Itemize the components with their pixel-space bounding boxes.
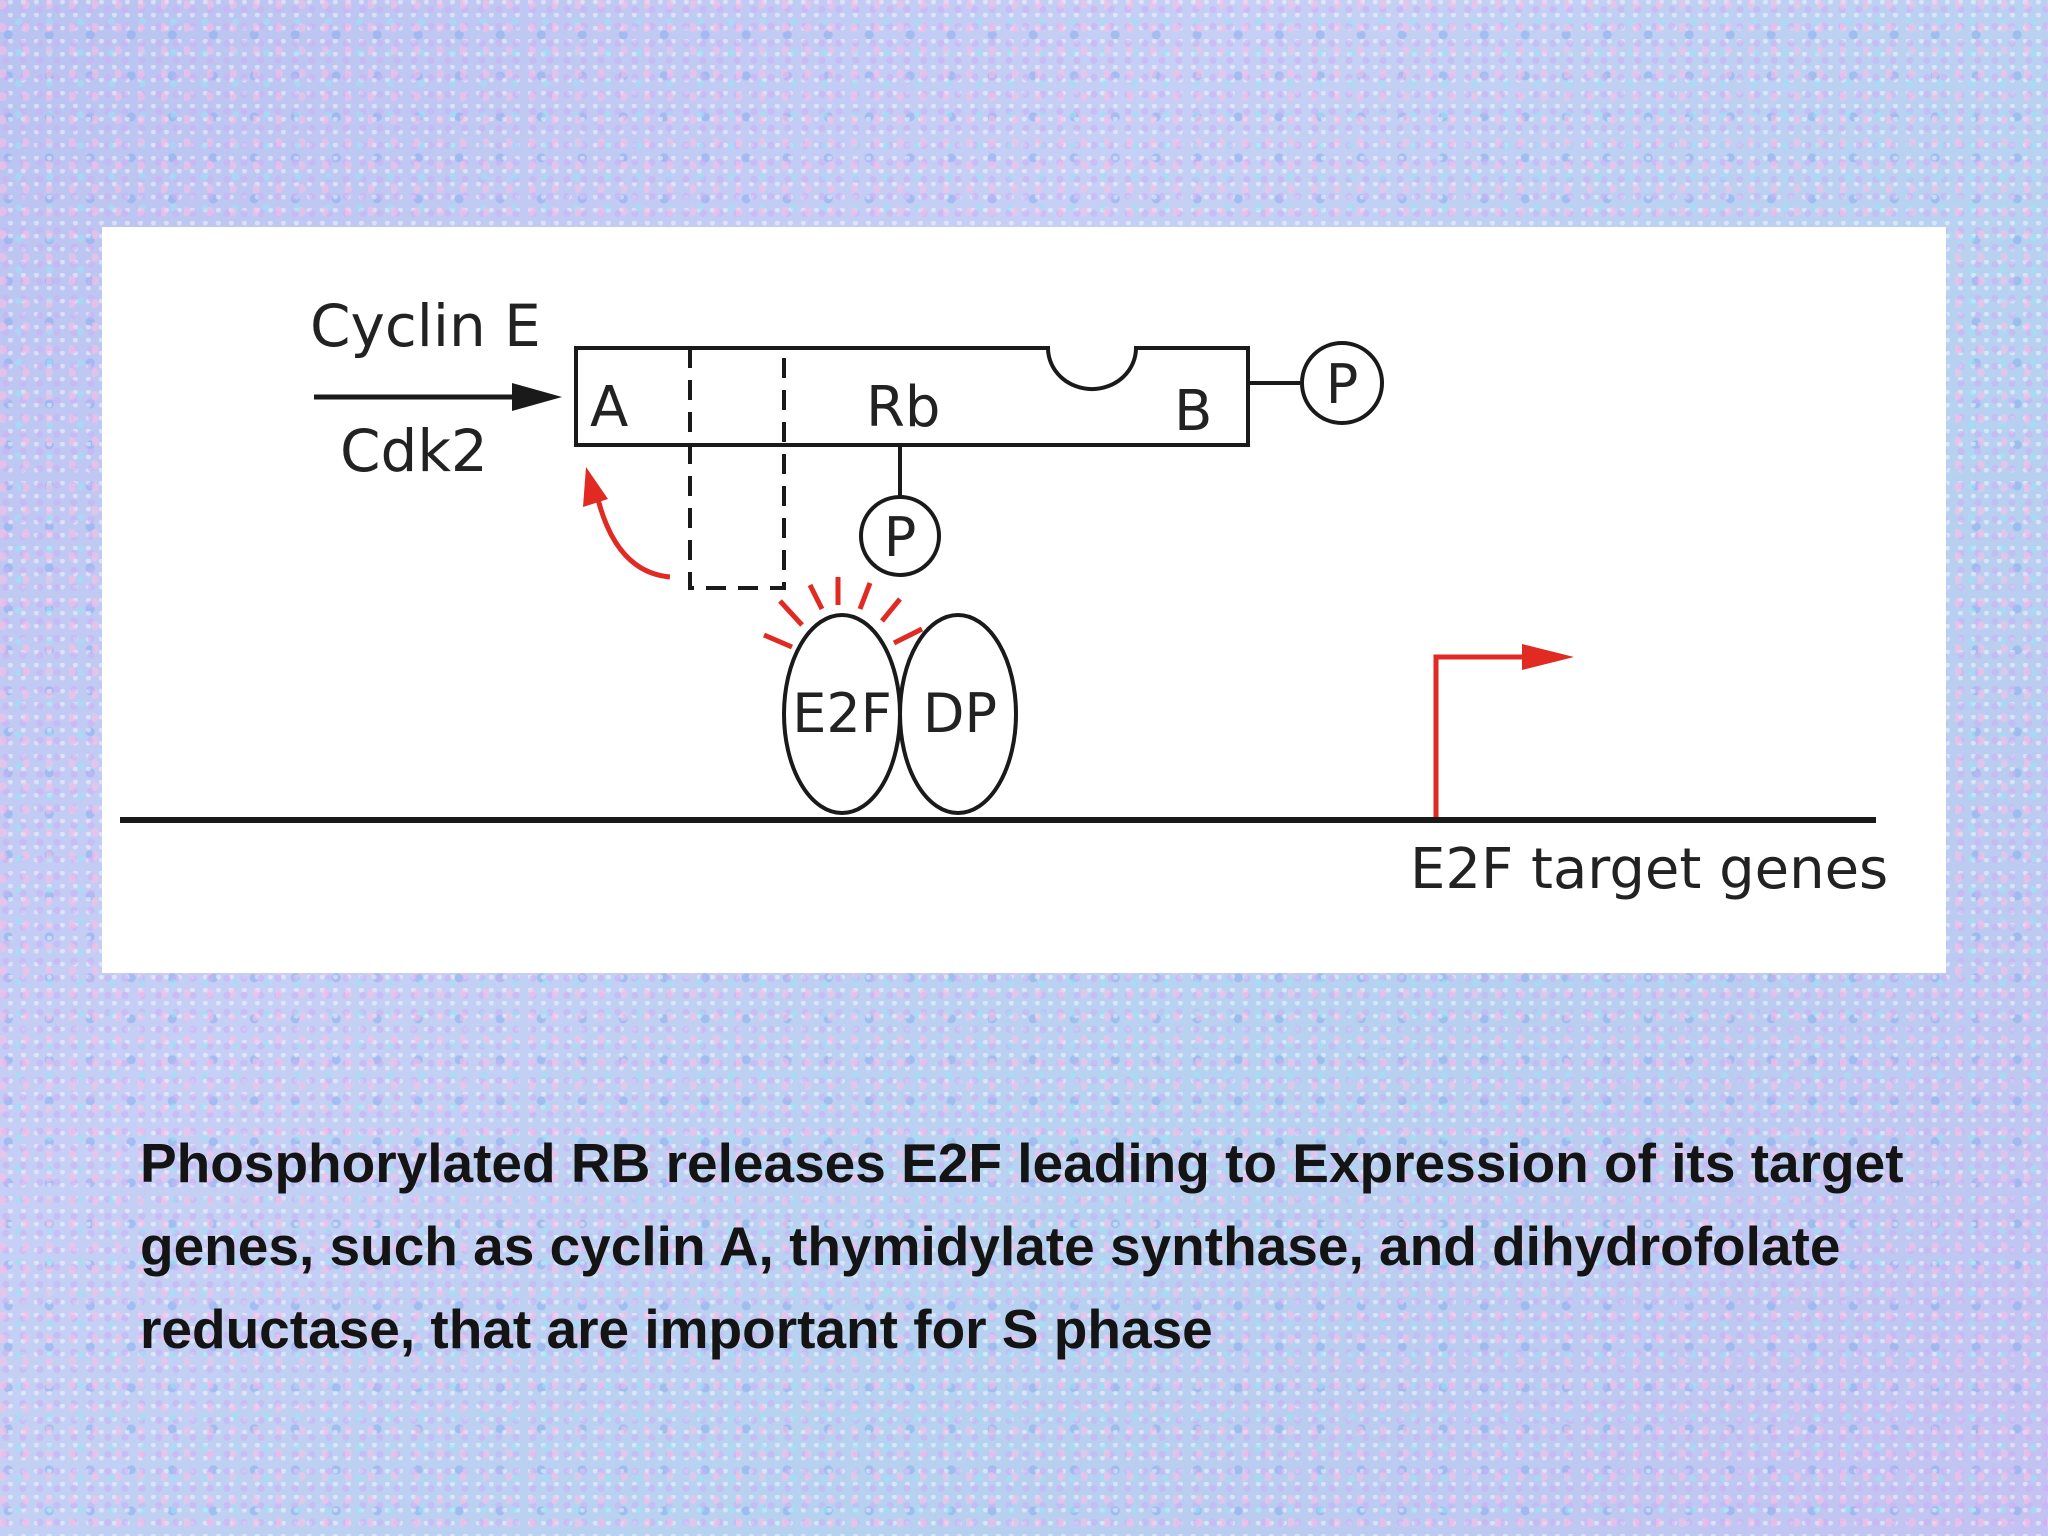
phosphate-below-label: P: [884, 506, 917, 569]
target-genes-label: E2F target genes: [1410, 837, 1888, 902]
cyclin-e-cdk2-arrow: [314, 383, 562, 411]
phosphate-right: [1248, 341, 1384, 425]
phosphate-below: [859, 445, 941, 577]
phosphate-right-label: P: [1326, 353, 1359, 416]
cdk2-label: Cdk2: [340, 417, 488, 485]
diagram-panel: Cyclin E Cdk2 A Rb B P P: [102, 227, 1946, 973]
rb-e2f-diagram: Cyclin E Cdk2 A Rb B P P: [120, 292, 1888, 902]
transcription-start-arrow: [1433, 644, 1574, 817]
dashed-release-box: [688, 348, 786, 590]
rb-protein-bar: [574, 346, 1250, 447]
e2f-oval: [782, 613, 902, 815]
release-spark-lines: [763, 577, 924, 650]
dp-label: DP: [923, 682, 997, 745]
domain-b-label: B: [1174, 379, 1212, 444]
rb-label: Rb: [866, 375, 940, 440]
domain-a-label: A: [590, 375, 628, 440]
caption-text: Phosphorylated RB releases E2F leading t…: [140, 1132, 1904, 1360]
e2f-label: E2F: [792, 682, 892, 745]
release-arrow: [583, 467, 671, 580]
cyclin-e-label: Cyclin E: [310, 292, 541, 360]
